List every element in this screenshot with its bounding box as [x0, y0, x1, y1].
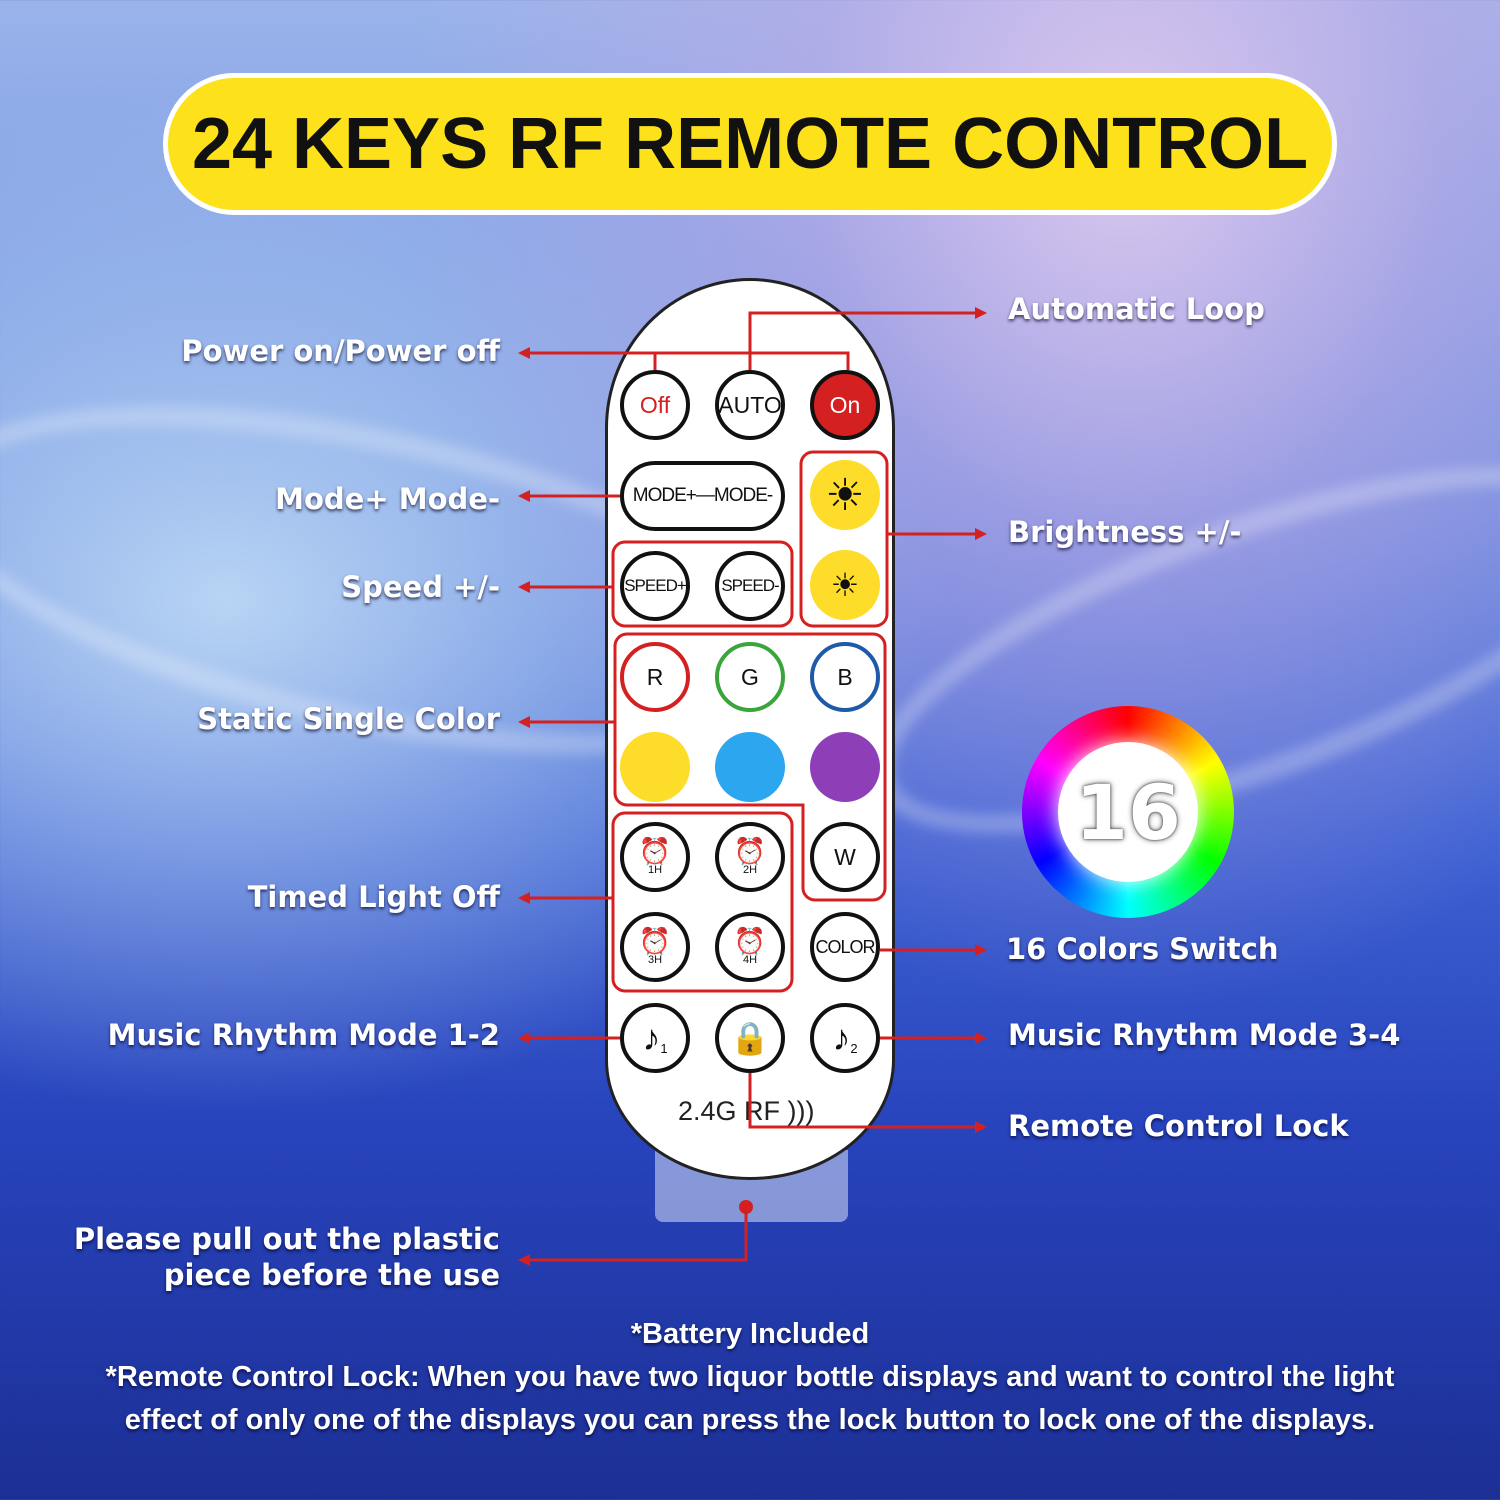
label-power: Power on/Power off [181, 334, 500, 368]
lock-button[interactable]: 🔒 [715, 1003, 785, 1073]
color-button[interactable]: COLOR [810, 912, 880, 982]
timer-2h-button[interactable]: ⏰2H [715, 822, 785, 892]
music-note-icon: ♪ [832, 1017, 851, 1058]
rf-label: 2.4G RF ))) [678, 1096, 815, 1127]
alarm-clock-icon: ⏰ [638, 836, 672, 866]
blue-button[interactable]: B [810, 642, 880, 712]
lock-icon: 🔒 [730, 1020, 770, 1056]
rf-text: 2.4G RF [678, 1096, 781, 1126]
label-speed: Speed +/- [341, 570, 500, 604]
label-auto: Automatic Loop [1008, 292, 1265, 326]
label-static-color: Static Single Color [197, 702, 500, 736]
music-mode-number: 2 [850, 1040, 858, 1056]
timer-label: 3H [647, 954, 663, 966]
badge-number: 16 [1075, 767, 1181, 857]
battery-note: *Battery Included [630, 1318, 870, 1350]
label-mode: Mode+ Mode- [275, 482, 500, 516]
timer-label: 1H [647, 864, 663, 876]
music-2-button[interactable]: ♪2 [810, 1003, 880, 1073]
timer-1h-button[interactable]: ⏰1H [620, 822, 690, 892]
cyan-button[interactable] [715, 732, 785, 802]
label-pull-1: Please pull out the plastic [73, 1222, 500, 1256]
on-button[interactable]: On [810, 370, 880, 440]
speed-up-button[interactable]: SPEED+ [620, 551, 690, 621]
alarm-clock-icon: ⏰ [733, 926, 767, 956]
timer-label: 2H [742, 864, 758, 876]
lock-note-line-1: *Remote Control Lock: When you have two … [105, 1361, 1395, 1393]
title-banner: 24 KEYS RF REMOTE CONTROL [163, 73, 1337, 215]
mode-button[interactable]: MODE+—MODE- [620, 461, 785, 531]
brightness-down-icon[interactable]: ☀ [810, 550, 880, 620]
timer-3h-button[interactable]: ⏰3H [620, 912, 690, 982]
purple-button[interactable] [810, 732, 880, 802]
label-pull-2: piece before the use [163, 1258, 500, 1292]
yellow-button[interactable] [620, 732, 690, 802]
label-lock: Remote Control Lock [1008, 1109, 1349, 1143]
lock-note-line-2: effect of only one of the displays you c… [124, 1404, 1376, 1436]
white-button[interactable]: W [810, 822, 880, 892]
timer-label: 4H [742, 954, 758, 966]
music-1-button[interactable]: ♪1 [620, 1003, 690, 1073]
label-music-34: Music Rhythm Mode 3-4 [1008, 1018, 1401, 1052]
label-16-colors: 16 Colors Switch [1006, 932, 1279, 966]
speed-down-button[interactable]: SPEED- [715, 551, 785, 621]
alarm-clock-icon: ⏰ [733, 836, 767, 866]
timer-4h-button[interactable]: ⏰4H [715, 912, 785, 982]
green-button[interactable]: G [715, 642, 785, 712]
music-note-icon: ♪ [642, 1017, 661, 1058]
label-brightness: Brightness +/- [1008, 515, 1242, 549]
auto-button[interactable]: AUTO [715, 370, 785, 440]
red-button[interactable]: R [620, 642, 690, 712]
off-button[interactable]: Off [620, 370, 690, 440]
label-music-12: Music Rhythm Mode 1-2 [107, 1018, 500, 1052]
alarm-clock-icon: ⏰ [638, 926, 672, 956]
music-mode-number: 1 [660, 1040, 668, 1056]
brightness-up-icon[interactable]: ☀ [810, 460, 880, 530]
wireless-signal-icon: ))) [787, 1096, 815, 1126]
label-timed-off: Timed Light Off [247, 880, 500, 914]
color-wheel-badge: 16 [1022, 706, 1234, 918]
